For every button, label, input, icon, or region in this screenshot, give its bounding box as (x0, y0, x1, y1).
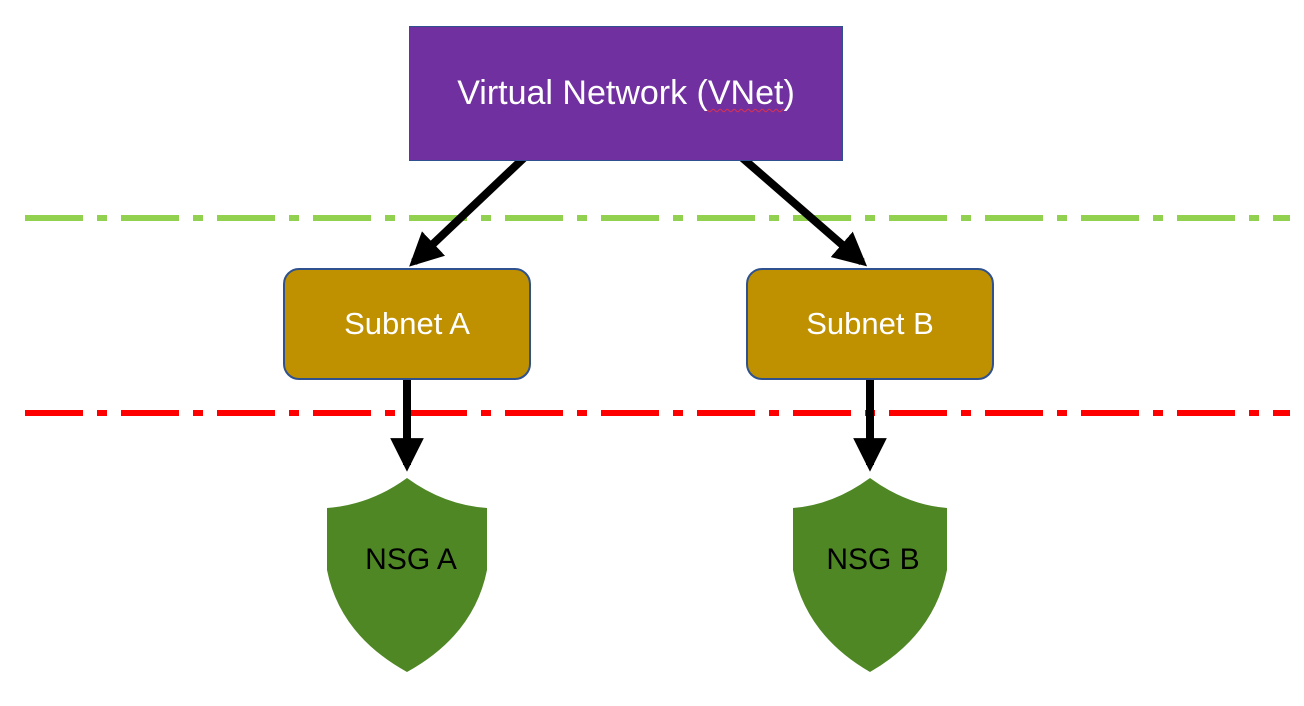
subnet-b-node: Subnet B (746, 268, 994, 380)
arrow-vnet-to-subnet-a (409, 152, 530, 267)
nsg-b-shield-icon (793, 478, 947, 672)
arrow-vnet-to-subnet-b (736, 151, 868, 267)
vnet-label-prefix: Virtual Network ( (457, 74, 708, 112)
subnet-a-label: Subnet A (344, 306, 470, 341)
vnet-label-suffix: ) (783, 74, 795, 112)
vnet-label-abbrev: VNet (707, 74, 784, 112)
vnet-label: Virtual Network (VNet) (457, 74, 795, 113)
subnet-a-node: Subnet A (283, 268, 531, 380)
nsg-a-shield-icon (327, 478, 487, 672)
vnet-node: Virtual Network (VNet) (409, 26, 843, 161)
nsg-a-label: NSG A (365, 543, 457, 576)
nsg-b-label: NSG B (826, 543, 920, 576)
subnet-b-label: Subnet B (806, 306, 934, 341)
